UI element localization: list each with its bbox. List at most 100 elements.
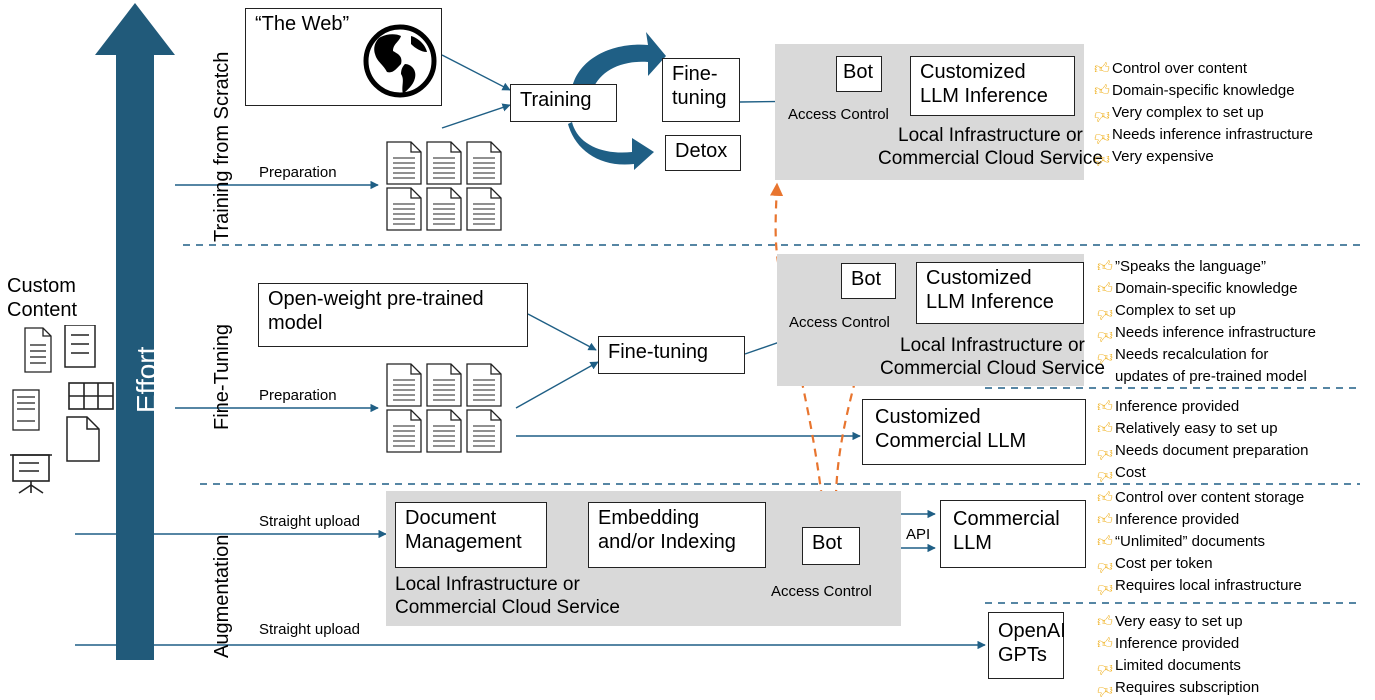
con-item: 👍︎Complex to set up (1095, 300, 1316, 322)
con-item: 👍︎Cost per token (1095, 553, 1304, 575)
row2-infra-label: Local Infrastructure or Commercial Cloud… (880, 335, 1105, 379)
row2-pros-cons: 👍︎”Speaks the language”👍︎Domain-specific… (1095, 256, 1316, 366)
document-icon (426, 409, 462, 453)
thumbs-down-icon: 👍︎ (1097, 445, 1113, 462)
presentation-icon (10, 454, 52, 494)
row3-straight-upload: Straight upload (259, 513, 360, 530)
con-item: 👍︎Limited documents (1095, 655, 1259, 677)
row3-commercial-llm-box: Commercial LLM (940, 500, 1086, 568)
document-icon (466, 363, 502, 407)
file-icon (66, 416, 100, 462)
spreadsheet-icon (68, 382, 114, 410)
row2-finetuning-box: Fine-tuning (598, 336, 745, 374)
effort-arrow (95, 3, 175, 660)
document-icon (426, 363, 462, 407)
thumbs-up-icon: 👍︎ (1097, 420, 1113, 437)
con-item: 👍︎Needs recalculation for (1095, 344, 1316, 366)
row2-commercial-llm-box: Customized Commercial LLM (862, 399, 1086, 465)
con-item: 👍︎Needs inference infrastructure (1092, 124, 1313, 146)
row1-pros-cons: 👍︎Control over content👍︎Domain-specific … (1092, 58, 1313, 168)
row1-detox-box: Detox (665, 135, 741, 171)
document-icon (466, 187, 502, 231)
thumbs-down-icon: 👍︎ (1097, 682, 1113, 699)
row1-infra-label: Local Infrastructure or Commercial Cloud… (878, 125, 1103, 169)
row1-training-box: Training (510, 84, 617, 122)
pro-item: 👍︎Inference provided (1095, 633, 1259, 655)
thumbs-down-icon: 👍︎ (1097, 327, 1113, 344)
con-item: 👍︎Needs inference infrastructure (1095, 322, 1316, 344)
form-icon (64, 325, 96, 368)
thumbs-up-icon: 👍︎ (1097, 613, 1113, 630)
pro-item: 👍︎Relatively easy to set up (1095, 418, 1308, 440)
thumbs-down-icon: 👍︎ (1097, 305, 1113, 322)
con-item: 👍︎Cost (1095, 462, 1308, 484)
document-icon (386, 363, 422, 407)
thumbs-up-icon: 👍︎ (1097, 258, 1113, 275)
thumbs-down-icon: 👍︎ (1097, 349, 1113, 366)
con-item: 👍︎Needs document preparation (1095, 440, 1308, 462)
thumbs-down-icon: 👍︎ (1094, 107, 1110, 124)
pro-item: 👍︎Domain-specific knowledge (1092, 80, 1313, 102)
document-icon (386, 409, 422, 453)
thumbs-down-icon: 👍︎ (1094, 129, 1110, 146)
con-item: 👍︎Very complex to set up (1092, 102, 1313, 124)
row2-documents-icon (386, 363, 502, 453)
row3-pros-cons: 👍︎Control over content storage👍︎Inferenc… (1095, 487, 1304, 597)
invoice-icon (12, 389, 40, 431)
con-item: 👍︎Requires local infrastructure (1095, 575, 1304, 597)
thumbs-down-icon: 👍︎ (1094, 151, 1110, 168)
thumbs-up-icon: 👍︎ (1097, 489, 1113, 506)
row3-infra-label: Local Infrastructure or Commercial Cloud… (395, 574, 620, 618)
thumbs-up-icon: 👍︎ (1097, 280, 1113, 297)
custom-content-icons (10, 325, 114, 494)
row4-pros-cons: 👍︎Very easy to set up👍︎Inference provide… (1095, 611, 1259, 699)
row3-bot-box: Bot (802, 527, 860, 565)
pro-item: 👍︎Very easy to set up (1095, 611, 1259, 633)
thumbs-up-icon: 👍︎ (1097, 511, 1113, 528)
row1-bot-box: Bot (836, 56, 882, 92)
training-cycle-arrows (568, 32, 666, 170)
row2-preparation-label: Preparation (259, 387, 337, 404)
row2-pros-cons-continued: updates of pre-trained model (1115, 368, 1307, 385)
the-web-label: “The Web” (255, 13, 350, 35)
con-item: 👍︎Requires subscription (1095, 677, 1259, 699)
row3-embedding-box: Embedding and/or Indexing (588, 502, 766, 568)
pro-item: 👍︎Control over content storage (1095, 487, 1304, 509)
section-training-from-scratch: Training from Scratch (211, 51, 233, 242)
thumbs-down-icon: 👍︎ (1097, 580, 1113, 597)
pro-item: 👍︎Inference provided (1095, 396, 1308, 418)
thumbs-up-icon: 👍︎ (1094, 82, 1110, 99)
thumbs-down-icon: 👍︎ (1097, 660, 1113, 677)
row2-llm-box: Customized LLM Inference (916, 262, 1084, 324)
custom-content-label: Custom Content (7, 275, 78, 321)
row3-doc-mgmt-box: Document Management (395, 502, 547, 568)
row1-finetuning-box: Fine- tuning (662, 58, 740, 122)
row1-preparation-label: Preparation (259, 164, 337, 181)
row2-access-control: Access Control (789, 314, 890, 331)
row4-straight-upload: Straight upload (259, 621, 360, 638)
section-fine-tuning: Fine-Tuning (211, 324, 233, 430)
row1-documents-icon (386, 141, 502, 231)
thumbs-up-icon: 👍︎ (1097, 398, 1113, 415)
row4-gpts-box: OpenAI GPTs (988, 612, 1066, 679)
pro-item: 👍︎”Speaks the language” (1095, 256, 1316, 278)
row1-access-control: Access Control (788, 106, 889, 123)
thumbs-down-icon: 👍︎ (1097, 558, 1113, 575)
globe-icon (363, 24, 437, 98)
pro-item: 👍︎“Unlimited” documents (1095, 531, 1304, 553)
pro-item: 👍︎Inference provided (1095, 509, 1304, 531)
row3-api-label: API (906, 526, 931, 543)
pro-item: 👍︎Domain-specific knowledge (1095, 278, 1316, 300)
effort-label: Effort (131, 346, 162, 413)
document-icon (466, 409, 502, 453)
document-icon (386, 187, 422, 231)
section-separators (183, 244, 1360, 604)
section-augmentation: Augmentation (211, 534, 233, 658)
thumbs-down-icon: 👍︎ (1097, 467, 1113, 484)
row3-access-control: Access Control (771, 583, 872, 600)
document-icon (386, 141, 422, 185)
document-icon (24, 327, 52, 373)
pro-item: 👍︎Control over content (1092, 58, 1313, 80)
thumbs-up-icon: 👍︎ (1097, 533, 1113, 550)
